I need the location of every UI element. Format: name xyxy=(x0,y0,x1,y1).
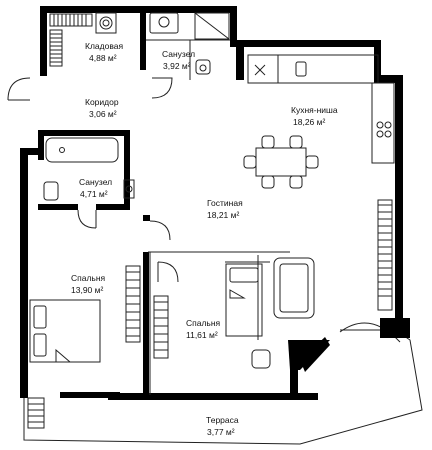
room-area-bedroom1: 13,90 м² xyxy=(71,285,103,295)
partitions xyxy=(146,39,290,395)
room-name-storage: Кладовая xyxy=(85,41,123,51)
walls xyxy=(20,6,410,400)
room-name-bedroom2: Спальня xyxy=(186,318,221,328)
bath1-fixtures xyxy=(149,12,230,75)
room-area-bath2: 4,71 м² xyxy=(80,189,108,199)
dining-table xyxy=(243,135,319,189)
bedroom2-furniture xyxy=(153,263,271,369)
room-area-corridor: 3,06 м² xyxy=(89,109,117,119)
room-name-corridor: Коридор xyxy=(85,97,119,107)
doors xyxy=(7,77,179,283)
room-name-bath2: Санузел xyxy=(79,177,112,187)
room-area-bath1: 3,92 м² xyxy=(163,61,191,71)
room-area-storage: 4,88 м² xyxy=(89,53,117,63)
storage-shelves xyxy=(49,12,117,67)
living-furniture xyxy=(273,199,393,319)
bedroom1-furniture xyxy=(27,265,141,429)
room-name-bath1: Санузел xyxy=(162,49,195,59)
room-name-kitchen: Кухня-ниша xyxy=(291,105,338,115)
room-name-terrace: Терраса xyxy=(206,415,239,425)
room-area-kitchen: 18,26 м² xyxy=(293,117,325,127)
room-labels: Кладовая 4,88 м² Санузел 3,92 м² Коридор… xyxy=(71,41,338,437)
bath2-fixtures xyxy=(43,137,135,201)
room-area-terrace: 3,77 м² xyxy=(207,427,235,437)
room-name-bedroom1: Спальня xyxy=(71,273,106,283)
room-area-bedroom2: 11,61 м² xyxy=(186,330,218,340)
room-area-living: 18,21 м² xyxy=(207,210,239,220)
room-name-living: Гостиная xyxy=(207,198,243,208)
kitchen-furniture xyxy=(247,54,395,164)
